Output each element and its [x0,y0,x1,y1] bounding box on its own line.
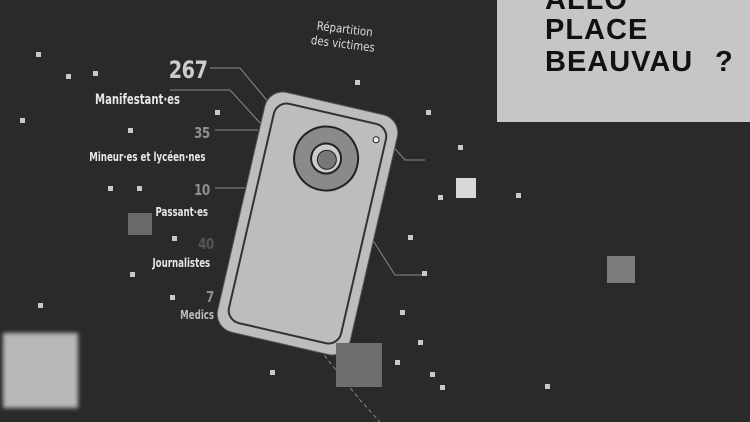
dot-decoration [395,360,400,365]
label-medics: Medics [180,308,214,322]
dot-decoration [430,372,435,377]
label-passants: Passant·es [155,205,208,219]
dot-decoration [20,118,25,123]
square-decoration [456,178,476,198]
dot-decoration [38,303,43,308]
title-line-3: BEAUVAU [545,46,694,78]
title-question-mark: ? [715,46,734,78]
dot-decoration [170,295,175,300]
dot-decoration [108,186,113,191]
dot-decoration [172,236,177,241]
dot-decoration [516,193,521,198]
dot-decoration [422,271,427,276]
square-decoration [128,213,152,235]
title-line-2: PLACE [545,14,649,46]
label-journalistes: Journalistes [152,256,210,270]
label-manifestants: Manifestant·es [95,92,180,108]
dot-decoration [400,310,405,315]
value-mineurs: 35 [194,124,210,142]
square-decoration [607,256,635,283]
value-medics: 7 [206,288,214,306]
title-line-1: ALLO [545,0,628,16]
dot-decoration [137,186,142,191]
square-decoration [3,333,78,408]
connector-bottom [319,349,381,422]
title-card: ALLO PLACE BEAUVAU ? [497,0,750,122]
connector-manifestants [210,67,276,111]
square-decoration [336,343,382,387]
dot-decoration [545,384,550,389]
value-journalistes: 40 [198,235,214,253]
dot-decoration [270,370,275,375]
dot-decoration [418,340,423,345]
dot-decoration [408,235,413,240]
dot-decoration [426,110,431,115]
connector-manifestants-label [170,89,263,126]
dot-decoration [355,80,360,85]
value-manifestants: 267 [169,56,208,84]
dot-decoration [128,128,133,133]
dot-decoration [130,272,135,277]
value-passants: 10 [194,181,210,199]
dot-decoration [66,74,71,79]
dot-decoration [458,145,463,150]
dot-decoration [438,195,443,200]
dot-decoration [440,385,445,390]
dot-decoration [36,52,41,57]
dot-decoration [215,110,220,115]
label-mineurs: Mineur·es et lycéen·nes [89,150,206,164]
dot-decoration [93,71,98,76]
